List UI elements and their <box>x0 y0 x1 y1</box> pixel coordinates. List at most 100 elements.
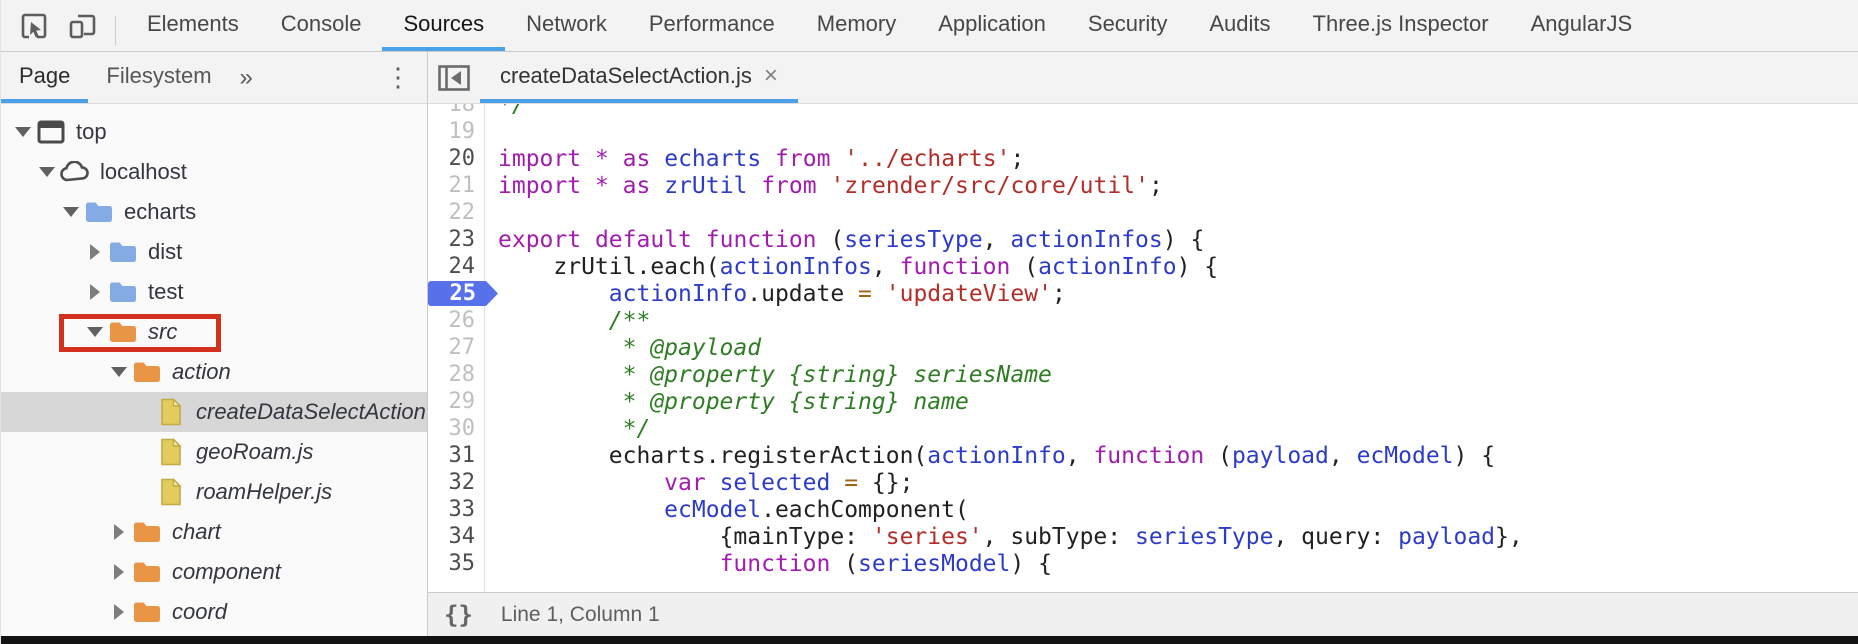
tab-filesystem[interactable]: Filesystem <box>106 62 212 88</box>
tree-item-action[interactable]: action <box>1 352 427 392</box>
chevron-down-icon[interactable] <box>83 327 107 337</box>
folder-orange-folder-icon <box>131 520 163 544</box>
code-token: echarts.registerAction( <box>498 442 928 469</box>
tree-item-label: geoRoam.js <box>196 439 314 464</box>
pretty-print-icon[interactable]: {} <box>444 600 473 629</box>
code-text[interactable]: */ <box>485 104 526 118</box>
chevron-down-icon[interactable] <box>59 207 83 217</box>
code-text[interactable]: /** <box>485 308 651 334</box>
code-text[interactable]: var selected = {}; <box>485 470 913 496</box>
code-line-33: 33 ecModel.eachComponent( <box>428 496 1858 523</box>
file-tab-createDataSelectAction[interactable]: createDataSelectAction.js × <box>480 52 798 103</box>
chevron-right-icon[interactable] <box>83 244 107 260</box>
tree-item-label: action <box>172 359 231 384</box>
line-number[interactable]: 29 <box>448 389 476 414</box>
code-text[interactable]: {mainType: 'series', subType: seriesType… <box>485 524 1523 550</box>
line-number[interactable]: 26 <box>448 308 476 333</box>
tree-item-label: component <box>172 559 281 584</box>
code-text[interactable]: zrUtil.each(actionInfos, function (actio… <box>485 254 1218 280</box>
line-number[interactable]: 30 <box>448 416 476 441</box>
inspect-cursor-icon[interactable] <box>17 9 51 43</box>
line-number[interactable]: 32 <box>448 470 476 495</box>
tree-item-geoRoam-js[interactable]: geoRoam.js <box>1 432 427 472</box>
code-line-31: 31 echarts.registerAction(actionInfo, fu… <box>428 442 1858 469</box>
tree-item-component[interactable]: component <box>1 552 427 592</box>
tree-item-dist[interactable]: dist <box>1 232 427 272</box>
chevron-right-icon[interactable] <box>107 564 131 580</box>
tree-item-coord[interactable]: coord <box>1 592 427 632</box>
code-token: actionInfos <box>719 253 872 280</box>
devtools-tab-elements[interactable]: Elements <box>147 10 239 36</box>
code-token: , <box>1065 442 1094 469</box>
hide-navigator-icon[interactable] <box>428 52 480 103</box>
code-token <box>761 146 775 172</box>
code-text[interactable]: * @property {string} seriesName <box>485 362 1052 388</box>
tree-item-chart[interactable]: chart <box>1 512 427 552</box>
code-token: function <box>719 550 831 577</box>
code-token: echarts <box>664 145 762 172</box>
code-token: from <box>775 145 831 172</box>
tree-item-test[interactable]: test <box>1 272 427 312</box>
code-token: selected <box>719 469 831 496</box>
devtools-tab-performance[interactable]: Performance <box>648 10 775 36</box>
tree-item-localhost[interactable]: localhost <box>1 152 427 192</box>
tree-item-createDataSelectAction-js[interactable]: createDataSelectAction.js <box>1 392 427 432</box>
code-token <box>650 146 664 172</box>
code-token: */ <box>608 415 651 442</box>
tree-item-roamHelper-js[interactable]: roamHelper.js <box>1 472 427 512</box>
devtools-tab-three-js-inspector[interactable]: Three.js Inspector <box>1312 10 1489 36</box>
devtools-tab-security[interactable]: Security <box>1087 10 1168 36</box>
chevron-right-icon[interactable] <box>107 524 131 540</box>
more-tabs-chevron-icon[interactable]: » <box>239 63 253 91</box>
devtools-tab-application[interactable]: Application <box>938 10 1046 36</box>
line-number[interactable]: 35 <box>448 551 476 576</box>
chevron-down-icon[interactable] <box>11 127 35 137</box>
line-number[interactable]: 28 <box>448 362 476 387</box>
code-text[interactable]: * @payload <box>485 335 761 361</box>
line-number[interactable]: 18 <box>448 104 476 117</box>
device-toolbar-icon[interactable] <box>65 9 99 43</box>
line-number[interactable]: 34 <box>448 524 476 549</box>
devtools-tab-sources[interactable]: Sources <box>382 0 506 51</box>
tree-item-top[interactable]: top <box>1 112 427 152</box>
line-number[interactable]: 24 <box>448 254 476 279</box>
line-number[interactable]: 20 <box>448 146 476 171</box>
line-number[interactable]: 33 <box>448 497 476 522</box>
chevron-right-icon[interactable] <box>83 284 107 300</box>
code-text[interactable]: echarts.registerAction(actionInfo, funct… <box>485 443 1495 469</box>
code-token: ecModel <box>1356 442 1454 469</box>
line-number[interactable]: 21 <box>448 173 476 198</box>
line-number[interactable]: 23 <box>448 227 476 252</box>
line-number[interactable]: 19 <box>448 119 476 144</box>
tree-item-src[interactable]: src <box>1 312 427 352</box>
line-number[interactable]: 27 <box>448 335 476 360</box>
code-text[interactable]: import * as zrUtil from 'zrender/src/cor… <box>485 173 1163 199</box>
tree-item-label: createDataSelectAction.js <box>196 399 427 424</box>
tab-page[interactable]: Page <box>1 52 89 103</box>
code-text[interactable]: */ <box>485 415 651 442</box>
code-text[interactable]: actionInfo.update = 'updateView'; <box>485 281 1066 307</box>
devtools-tab-memory[interactable]: Memory <box>816 10 897 36</box>
tree-item-echarts[interactable]: echarts <box>1 192 427 232</box>
devtools-tab-console[interactable]: Console <box>280 10 362 36</box>
code-line-25: 25 actionInfo.update = 'updateView'; <box>428 280 1858 307</box>
code-text[interactable]: import * as echarts from '../echarts'; <box>485 146 1024 172</box>
code-text[interactable]: function (seriesModel) { <box>485 551 1052 577</box>
line-number[interactable]: 31 <box>448 443 476 468</box>
code-token <box>581 227 595 253</box>
chevron-down-icon[interactable] <box>35 167 59 177</box>
devtools-tab-angularjs[interactable]: AngularJS <box>1530 10 1633 36</box>
close-icon[interactable]: × <box>763 61 778 89</box>
chevron-right-icon[interactable] <box>107 604 131 620</box>
code-text[interactable]: export default function (seriesType, act… <box>485 227 1204 253</box>
chevron-down-icon[interactable] <box>107 367 131 377</box>
devtools-tab-network[interactable]: Network <box>526 10 607 36</box>
code-text[interactable]: ecModel.eachComponent( <box>485 497 969 523</box>
code-line-19: 19 <box>428 118 1858 145</box>
kebab-menu-icon[interactable]: ⋮ <box>385 62 411 92</box>
code-text[interactable]: * @property {string} name <box>485 389 969 415</box>
line-number[interactable]: 22 <box>448 200 476 225</box>
devtools-tab-audits[interactable]: Audits <box>1209 10 1271 36</box>
breakpoint-marker[interactable]: 25 <box>428 281 498 306</box>
